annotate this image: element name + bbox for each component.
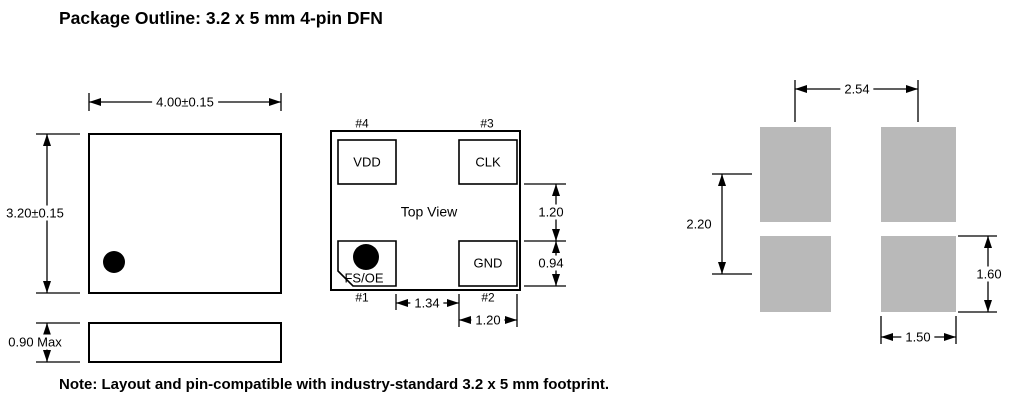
top-view-caption: Top View	[400, 203, 458, 220]
page-title: Package Outline: 3.2 x 5 mm 4-pin DFN	[59, 8, 383, 28]
pad-clk	[458, 139, 518, 185]
pin4-number: #4	[355, 116, 369, 131]
pad-gnd	[458, 240, 518, 287]
dim-land-vertical-pitch: 2.20	[682, 216, 716, 232]
dim-pad-height: 0.94	[534, 255, 568, 271]
land-pad-top-left	[760, 127, 831, 222]
package-side-view-outline	[88, 322, 282, 363]
pad-label-clk: CLK	[475, 154, 501, 170]
dim-pad-width: 1.20	[471, 312, 505, 328]
dim-land-pad-width: 1.50	[901, 329, 935, 345]
land-pattern-figure	[712, 80, 997, 344]
dim-body-thickness: 0.90 Max	[4, 334, 66, 350]
dim-pad-vertical-gap: 1.20	[534, 204, 568, 220]
land-pad-bottom-right	[881, 236, 956, 312]
land-pad-top-right	[881, 127, 956, 222]
pad-label-fsoe: FS/OE	[344, 270, 384, 286]
dim-land-pad-height: 1.60	[972, 266, 1006, 282]
pin1-indicator-dot-pad	[353, 244, 379, 270]
land-pad-bottom-left	[760, 236, 831, 312]
pin2-number: #2	[481, 290, 495, 305]
top-view-figure	[330, 130, 566, 327]
dim-pad-horizontal-gap: 1.34	[410, 295, 444, 311]
pad-label-vdd: VDD	[353, 154, 381, 170]
pin1-number: #1	[355, 290, 369, 305]
pin3-number: #3	[480, 116, 494, 131]
pad-label-gnd: GND	[473, 255, 503, 271]
dim-body-width: 4.00±0.15	[152, 94, 218, 110]
footnote: Note: Layout and pin-compatible with ind…	[59, 376, 610, 393]
dim-body-height: 3.20±0.15	[2, 205, 68, 221]
pin1-indicator-dot-body	[103, 251, 125, 273]
package-body-figure	[36, 93, 282, 363]
dim-land-horizontal-pitch: 2.54	[840, 81, 874, 97]
pad-vdd	[337, 139, 397, 185]
